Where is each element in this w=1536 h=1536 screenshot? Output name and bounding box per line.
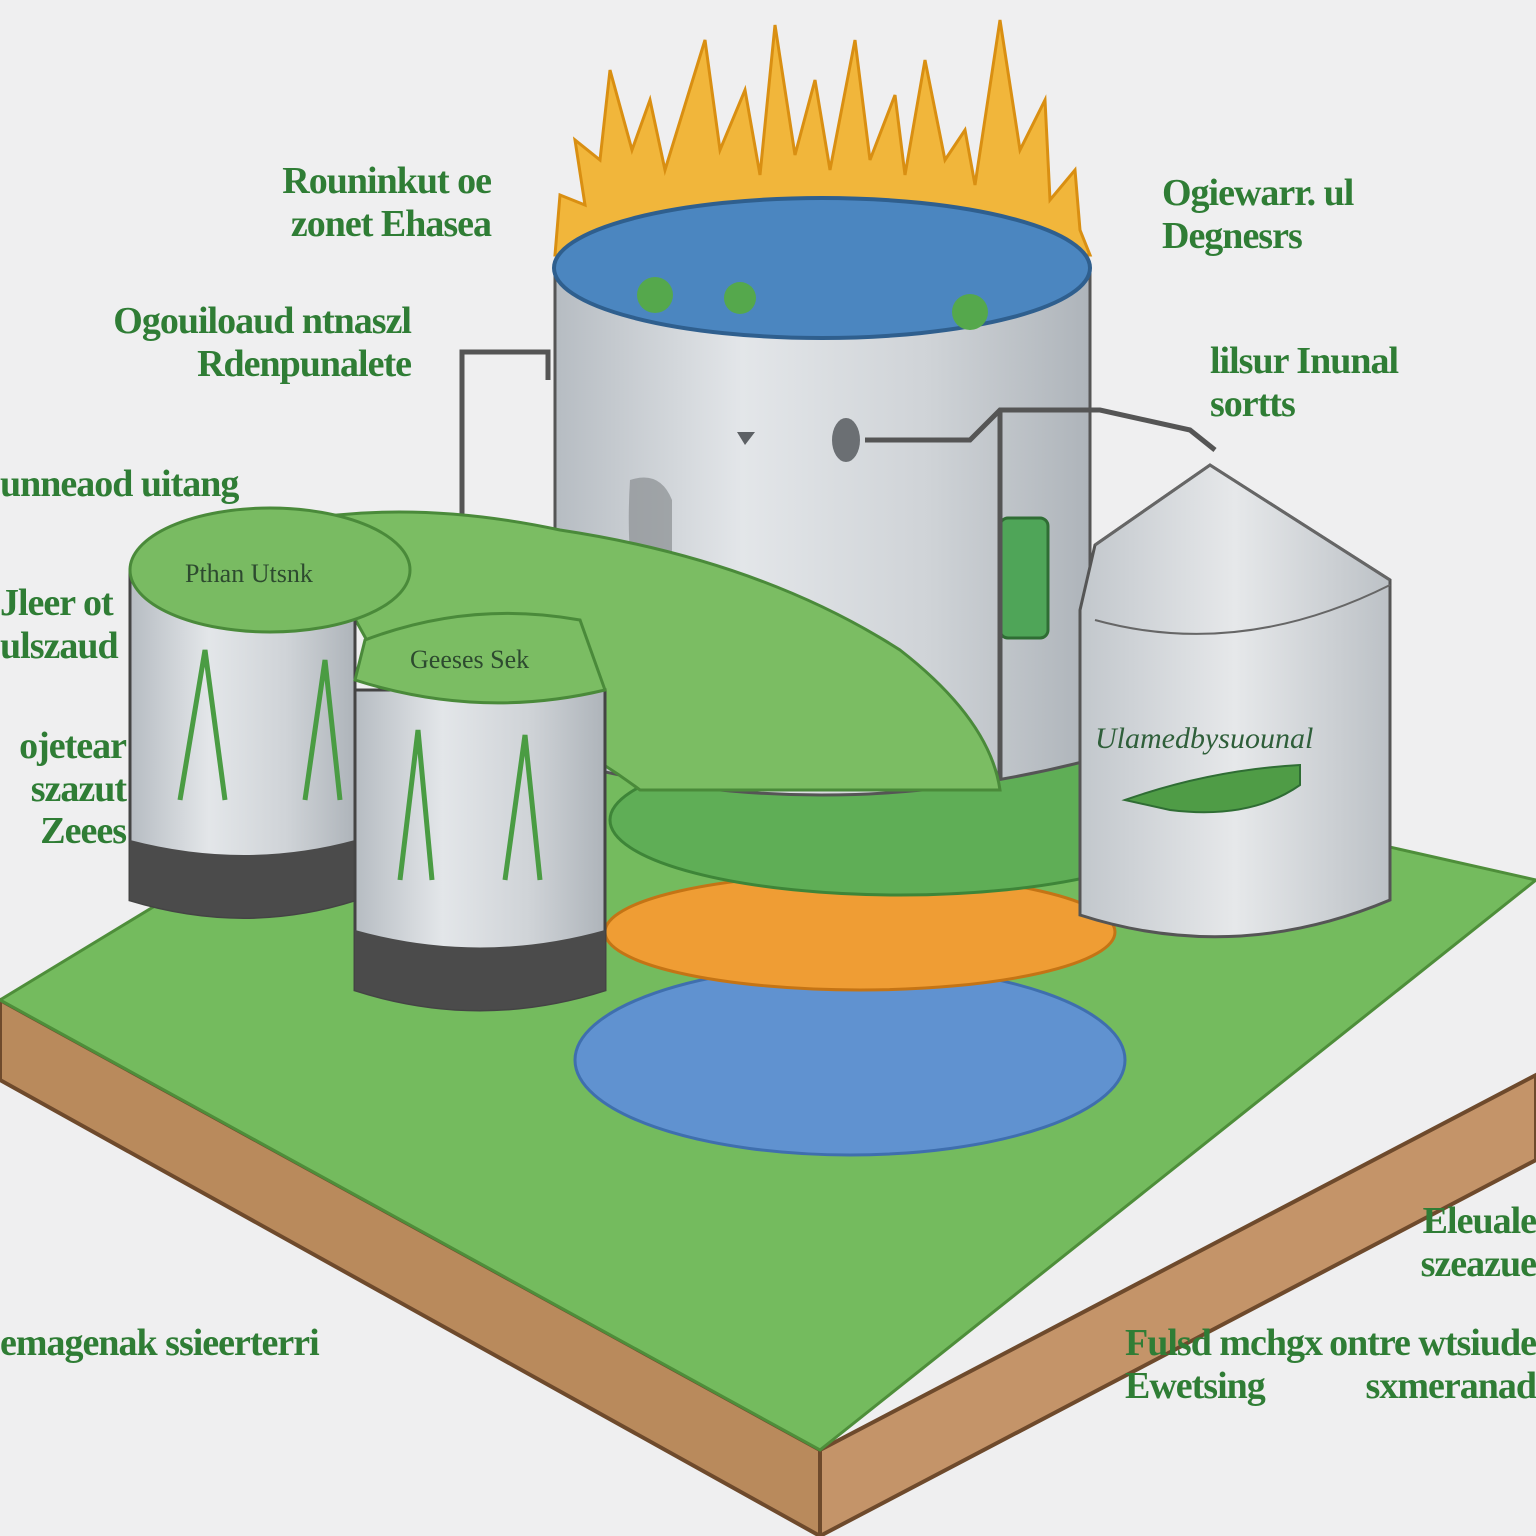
- label-upper-left: Ogouiloaud ntnaszl Rdenpunalete: [113, 300, 412, 385]
- digester-liquid-top: [552, 196, 1092, 340]
- label-upper-right: lilsur Inunal sortts: [1210, 340, 1399, 425]
- label-right-low: Eleuale szeazue: [1420, 1200, 1536, 1285]
- label-bottom-left: emagenak ssieerterri: [0, 1322, 320, 1364]
- label-top-left: Rouninkut oe zonet Ehasea: [282, 160, 492, 245]
- label-left-b: ojetear szazut Zeees: [19, 725, 127, 853]
- pipes: [459, 349, 1217, 780]
- label-bottom-right-b: ontre wtsiude sxmeranad: [1329, 1322, 1536, 1407]
- label-mid-left: unneaod uitang: [0, 463, 239, 505]
- sight-glass: [998, 516, 1050, 640]
- blue-pond: [573, 963, 1127, 1157]
- soil-right-face: [818, 1072, 1536, 1536]
- flame-icon: [553, 19, 1093, 257]
- label-bottom-right-a: Fulsd mchgx Ewetsing: [1125, 1322, 1323, 1407]
- label-left-a: Jleer ot ulszaud: [0, 582, 119, 667]
- tank-label-right: Ulamedbysuounal: [1095, 722, 1313, 755]
- feedstock-tank-center: Geeses Sek: [353, 611, 607, 1012]
- feedstock-tank-left: Pthan Utsnk: [128, 506, 412, 919]
- tank-label-mound: Geeses Sek: [410, 645, 529, 674]
- label-top-right: Ogiewarr. ul Degnesrs: [1162, 172, 1354, 257]
- left-tank-lid: [128, 506, 412, 634]
- gas-storage-silo: Ulamedbysuounal: [1078, 463, 1392, 939]
- tank-label-left-lid: Pthan Utsnk: [185, 559, 313, 588]
